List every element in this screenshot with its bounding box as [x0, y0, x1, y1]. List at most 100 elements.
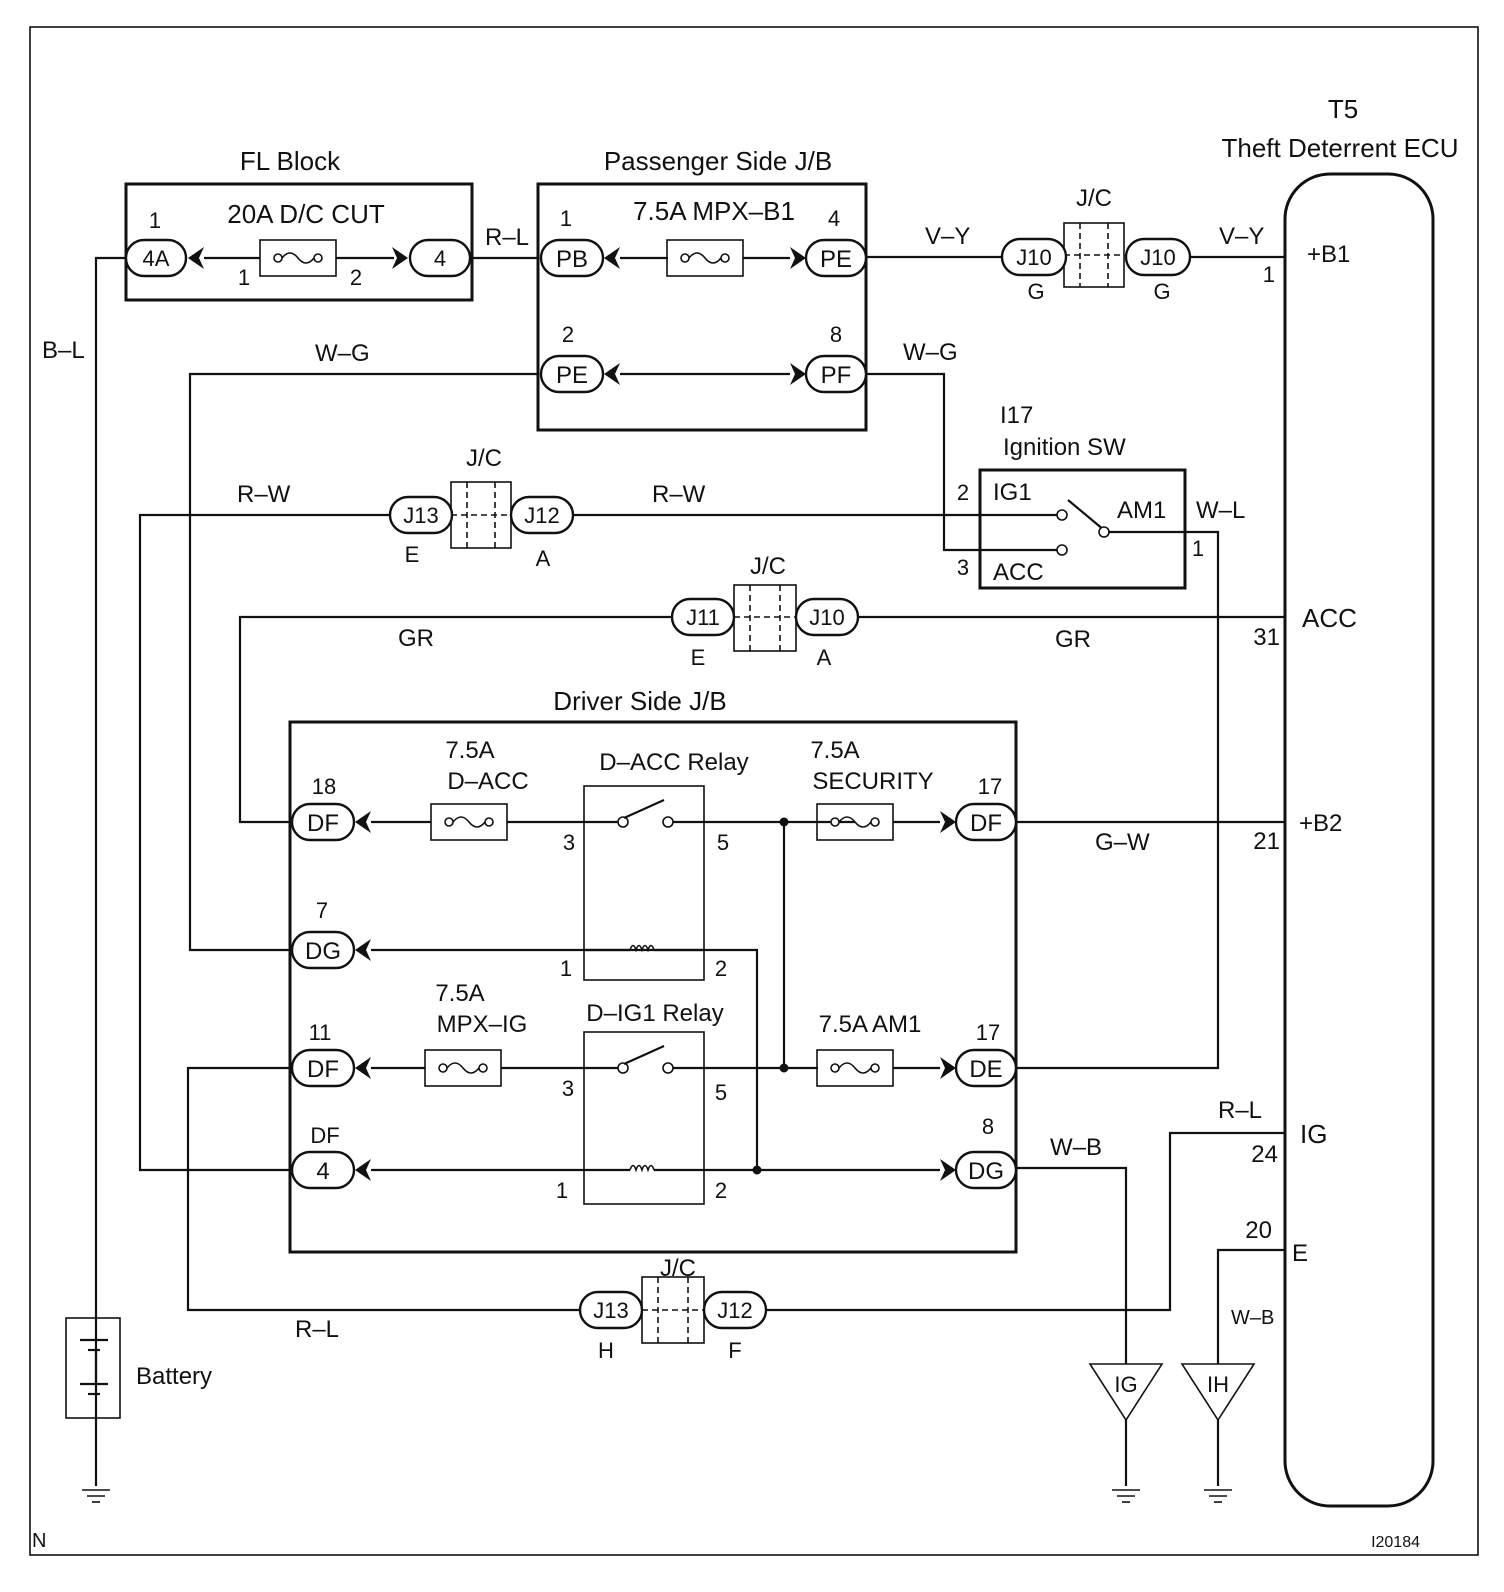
pe-2-pin: 2	[562, 322, 574, 347]
wire-color-labels: B–L R–L V–Y V–Y W–G W–G R–W R–W W–L GR G…	[42, 223, 1274, 1343]
ignition-sw-name: Ignition SW	[1003, 434, 1126, 461]
junction-connector-1: J/C J10 J10 G G	[1000, 185, 1192, 304]
battery: Battery	[65, 1317, 212, 1503]
jc3-right-sub: A	[817, 645, 832, 670]
jc3-left-sub: E	[691, 645, 706, 670]
fl-fuse-pin-2: 2	[350, 265, 362, 290]
jc3-right-label: J10	[809, 605, 844, 630]
jc1-connector-left	[1000, 237, 1068, 277]
wire-rl-bottom: R–L	[295, 1316, 339, 1343]
dig1-relay-pin-2: 2	[715, 1178, 727, 1203]
connector-pb-label: PB	[556, 246, 588, 273]
connector-dg-7	[290, 930, 356, 970]
jc2-right-label: J12	[524, 503, 559, 528]
junction-connector-4: J/C J13 J12 H F	[578, 1255, 768, 1363]
ecu-terminal-acc: ACC	[1302, 603, 1357, 633]
jc4-left-sub: H	[598, 1338, 614, 1363]
connector-pe-4-label: PE	[820, 246, 852, 273]
wire-wg-right: W–G	[903, 339, 958, 366]
corner-letter: N	[32, 1530, 46, 1552]
mpx-b1-fuse-label: 7.5A MPX–B1	[633, 196, 795, 226]
pb-pin: 1	[560, 206, 572, 231]
ecu-pin-20: 20	[1245, 1217, 1272, 1244]
connector-df-18	[290, 802, 356, 842]
jc4-label: J/C	[660, 1255, 696, 1282]
connector-df-11	[290, 1048, 356, 1088]
dacc-fuse-amp: 7.5A	[445, 737, 494, 764]
wire-gr-left: GR	[398, 625, 434, 652]
dacc-relay-pin-1: 1	[560, 956, 572, 981]
wires	[94, 255, 1285, 1486]
dacc-relay-pin-3: 3	[563, 830, 575, 855]
connector-df-4-label: 4	[316, 1158, 329, 1185]
jc2-connector-left	[388, 495, 454, 535]
battery-icon	[65, 1317, 121, 1419]
fl-fuse-pin-1: 1	[238, 265, 250, 290]
fl-fuse-label: 20A D/C CUT	[227, 199, 385, 229]
pe-4-pin: 4	[828, 206, 840, 231]
diagram-frame	[29, 26, 1479, 1556]
wire-vy-right: V–Y	[1219, 223, 1264, 250]
ground-ig-symbol-icon	[1111, 1489, 1141, 1503]
connector-df-11-label: DF	[307, 1056, 339, 1083]
fl-fuse-icon	[259, 239, 337, 277]
dacc-relay-pin-2: 2	[715, 956, 727, 981]
figure-code: I20184	[1371, 1534, 1420, 1551]
connector-4	[408, 238, 472, 278]
acc-sw-label: ACC	[993, 559, 1044, 586]
dig1-relay-pin-5: 5	[715, 1080, 727, 1105]
ignition-sw-code: I17	[1000, 402, 1033, 429]
dg7-pin: 7	[316, 898, 328, 923]
connector-pf-label: PF	[821, 362, 852, 389]
am1-fuse-label: 7.5A AM1	[819, 1011, 922, 1038]
de17-pin: 17	[976, 1020, 1000, 1045]
mpxig-fuse-name: MPX–IG	[437, 1011, 528, 1038]
connector-de-17	[954, 1048, 1018, 1088]
dig1-relay-label: D–IG1 Relay	[586, 1000, 723, 1027]
ground-ig-label: IG	[1114, 1372, 1137, 1397]
mpxig-fuse-icon	[424, 1049, 502, 1087]
jc2-label: J/C	[466, 445, 502, 472]
connector-de-17-label: DE	[969, 1056, 1002, 1083]
mpx-b1-fuse-icon	[666, 239, 744, 277]
jc4-left-label: J13	[593, 1298, 628, 1323]
ground-ih-icon	[1180, 1363, 1256, 1422]
fl-pin-1-top: 1	[149, 208, 161, 233]
dacc-relay-box	[583, 785, 705, 981]
dacc-fuse-icon	[430, 803, 508, 841]
connector-df-18-label: DF	[307, 810, 339, 837]
jc2-left-label: J13	[403, 503, 438, 528]
wire-rw-right: R–W	[652, 481, 706, 508]
df17-pin: 17	[978, 774, 1002, 799]
ignition-switch: I17 Ignition SW IG1 ACC AM1 2 3 1	[957, 402, 1204, 590]
ecu-pin-31: 31	[1253, 624, 1280, 651]
connector-df-17	[954, 802, 1018, 842]
connector-pe-4	[804, 238, 868, 278]
wire-vy-left: V–Y	[925, 223, 970, 250]
theft-deterrent-ecu: T5 Theft Deterrent ECU +B1 1 ACC 31 +B2 …	[1222, 94, 1459, 1508]
driver-side-jb: Driver Side J/B 18 DF 7.5A D–ACC D–ACC R…	[288, 686, 1018, 1254]
jc1-right-sub: G	[1153, 279, 1170, 304]
ecu-terminal-ig: IG	[1300, 1119, 1327, 1149]
ground-ih-symbol-icon	[1203, 1489, 1233, 1503]
wire-bl: B–L	[42, 337, 85, 364]
wire-wg-left: W–G	[315, 340, 370, 367]
df11-pin: 11	[309, 1020, 332, 1045]
wire-rw-left: R–W	[237, 481, 291, 508]
dacc-fuse-name: D–ACC	[447, 768, 528, 795]
connector-dg-7-label: DG	[305, 938, 341, 965]
jc1-connector-right	[1124, 237, 1192, 277]
ecu-name: Theft Deterrent ECU	[1222, 133, 1459, 163]
connector-dg-8-label: DG	[968, 1158, 1004, 1185]
connector-pe-2-label: PE	[556, 362, 588, 389]
ecu-terminal-b2: +B2	[1299, 810, 1342, 837]
connector-4a	[124, 238, 188, 278]
dg8-pin: 8	[982, 1114, 994, 1139]
wire-wb-dg8: W–B	[1050, 1134, 1102, 1161]
jc2-right-sub: A	[536, 546, 551, 571]
ecu-terminal-e: E	[1292, 1240, 1308, 1267]
security-fuse-name: SECURITY	[812, 768, 933, 795]
connector-pb	[539, 238, 605, 278]
ecu-pin-21: 21	[1253, 828, 1280, 855]
